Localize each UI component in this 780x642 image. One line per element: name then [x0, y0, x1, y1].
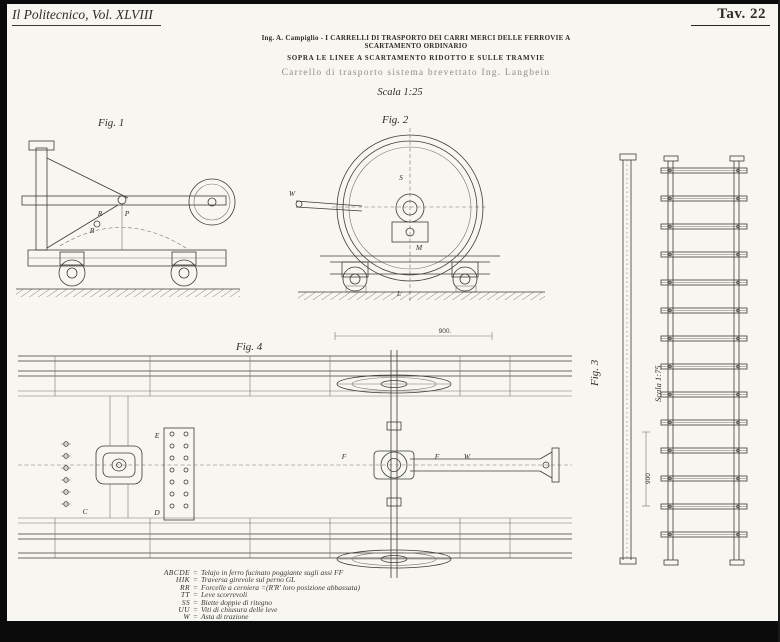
legend-row: SS = Biette doppie di ritegno	[152, 597, 360, 607]
legend-row: W = Asta di trazione	[152, 612, 360, 622]
legend-eq: =	[193, 582, 198, 592]
legend-desc: Viti di chiusura delle leve	[201, 605, 278, 615]
fig1-label-b: B	[90, 226, 95, 235]
fig4-label-f1: F	[341, 452, 347, 461]
legend-desc: Leve scorrevoli	[201, 590, 248, 600]
fig4-label-w: W	[464, 452, 471, 461]
legend-abbr: HIK	[175, 575, 190, 585]
title-block: Ing. A. Campiglio - I CARRELLI DI TRASPO…	[238, 34, 594, 78]
scan-edge-right	[778, 0, 780, 642]
legend-row: UU = Viti di chiusura delle leve	[152, 605, 360, 615]
legend: ABCDE = Telajo in ferro fucinato poggian…	[152, 569, 360, 621]
legend-abbr: RR	[180, 582, 190, 592]
legend-eq: =	[193, 568, 198, 577]
title-line-1: Ing. A. Campiglio - I CARRELLI DI TRASPO…	[261, 34, 571, 50]
legend-desc: Asta di trazione	[201, 612, 249, 622]
legend-row: HIK = Traversa girevole sul perno GL	[152, 575, 360, 585]
fig3-drawing: Fig. 3 Scala 1:75 900	[589, 153, 748, 566]
fig2-caption: Fig. 2	[381, 114, 409, 126]
legend-abbr: TT	[180, 590, 190, 600]
legend-eq: =	[193, 575, 198, 585]
legend-abbr: ABCDE	[163, 568, 190, 577]
legend-eq: =	[193, 612, 198, 622]
fig3-caption: Fig. 3	[589, 359, 601, 387]
legend-abbr: W	[183, 612, 190, 622]
scan-edge-bottom	[0, 621, 780, 642]
legend-abbr: UU	[178, 605, 190, 615]
fig4-drawing: Fig. 4	[18, 341, 572, 578]
fig2-label-w: W	[289, 189, 296, 198]
fig1-label-r: R	[97, 209, 103, 218]
legend-eq: =	[193, 605, 198, 615]
fig1-drawing: Fig. 1 R P	[16, 117, 240, 297]
scan-edge-top	[0, 0, 780, 4]
subtitle: Carrello di trasporto sistema brevettato…	[281, 68, 551, 78]
journal-title: Il Politecnico, Vol. XLVIII	[12, 7, 161, 26]
fig3-scale-label: Scala 1:75	[653, 365, 663, 402]
fig2-dim-900: 900.	[439, 328, 452, 335]
fig4-label-e: E	[154, 431, 160, 440]
fig4-bolt-grid	[169, 431, 189, 509]
legend-desc: Biette doppie di ritegno	[201, 597, 273, 607]
legend-desc: Traversa girevole sul perno GL	[201, 575, 296, 585]
fig2-drawing: Fig. 2 W S M	[289, 114, 545, 340]
title-line-2: SOPRA LE LINEE A SCARTAMENTO RIDOTTO E S…	[287, 54, 545, 62]
fig2-label-s: S	[399, 173, 403, 182]
fig2-label-m: M	[415, 243, 423, 252]
legend-abbr: SS	[181, 597, 190, 607]
fig4-pin-column	[61, 441, 71, 507]
legend-row: RR = Forcelle a cerniera =(R'R' loro pos…	[152, 582, 360, 592]
fig1-caption: Fig. 1	[97, 117, 124, 129]
fig3-dim-900: 900	[645, 473, 652, 484]
legend-eq: =	[193, 590, 198, 600]
fig4-caption: Fig. 4	[235, 341, 263, 353]
main-scale-label: Scala 1:25	[377, 87, 423, 98]
legend-eq: =	[193, 597, 198, 607]
fig4-label-c: C	[82, 507, 88, 516]
legend-desc: Forcelle a cerniera =(R'R' loro posizion…	[201, 582, 360, 592]
legend-row: ABCDE = Telajo in ferro fucinato poggian…	[152, 568, 360, 577]
fig4-label-f2: F	[434, 452, 440, 461]
legend-desc: Telajo in ferro fucinato poggiante sugli…	[201, 568, 344, 577]
legend-row: TT = Leve scorrevoli	[152, 590, 360, 600]
plate-number: Tav. 22	[691, 6, 770, 26]
scan-edge-left	[0, 0, 7, 642]
fig4-label-d: D	[153, 508, 160, 517]
fig1-label-p: P	[124, 209, 130, 218]
